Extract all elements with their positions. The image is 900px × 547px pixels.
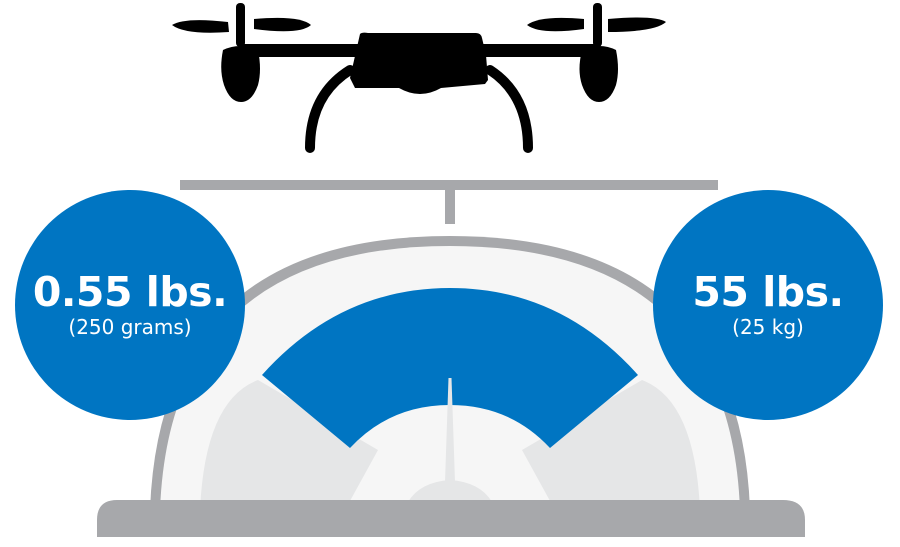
max-weight-metric: (25 kg)	[732, 314, 804, 339]
min-weight-lbs: 0.55 lbs.	[32, 267, 228, 316]
min-weight-metric: (250 grams)	[68, 314, 192, 339]
max-weight-lbs: 55 lbs.	[692, 267, 844, 316]
max-weight-badge: 55 lbs. (25 kg)	[653, 190, 883, 420]
scale-base	[97, 500, 805, 537]
scale-hanger	[180, 180, 718, 224]
drone-icon	[172, 3, 666, 153]
min-weight-badge: 0.55 lbs. (250 grams)	[15, 190, 245, 420]
gauge	[150, 236, 750, 510]
